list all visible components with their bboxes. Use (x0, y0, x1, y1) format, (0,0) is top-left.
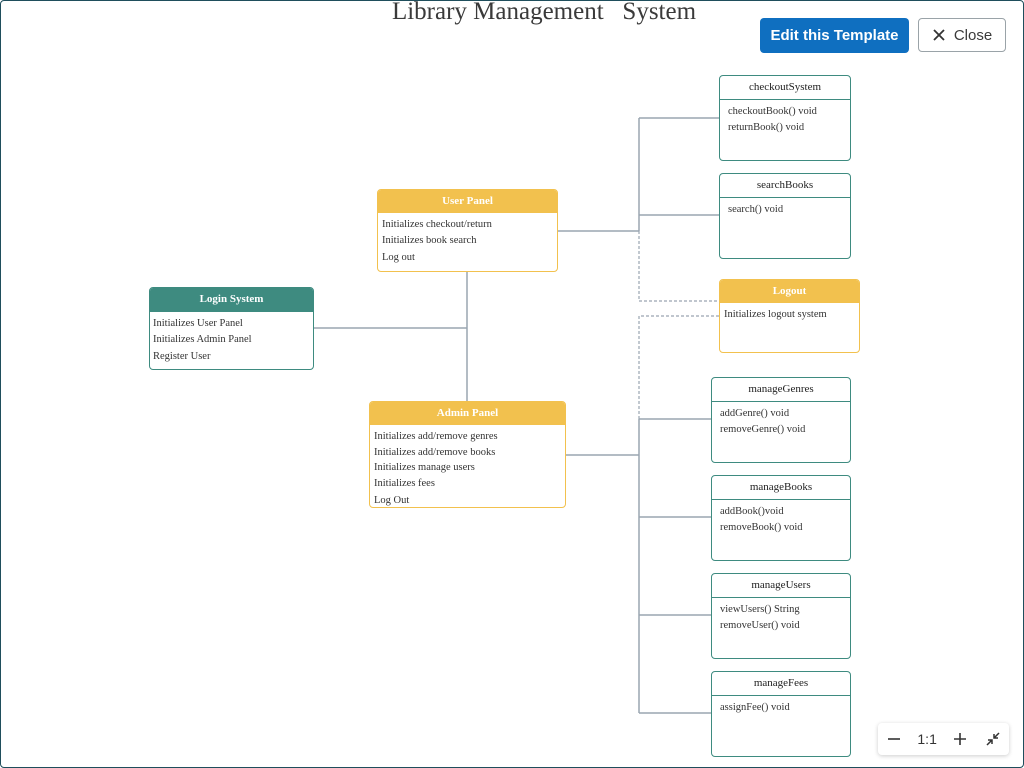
box-line: Initializes User Panel (153, 318, 243, 329)
box-line: removeGenre() void (720, 423, 806, 435)
box-title: searchBooks (720, 174, 850, 198)
box-checkout-system[interactable]: checkoutSystem checkoutBook() void retur… (719, 75, 851, 161)
box-line: Initializes manage users (374, 462, 475, 473)
box-line: Register User (153, 351, 211, 362)
zoom-controls: 1:1 (878, 723, 1009, 755)
box-title: Admin Panel (370, 402, 565, 425)
box-line: assignFee() void (720, 702, 790, 713)
box-line: removeUser() void (720, 619, 800, 631)
connector-logout-admin (638, 315, 720, 419)
zoom-out-icon (888, 738, 901, 740)
box-line: Initializes add/remove genres (374, 431, 498, 442)
box-line: viewUsers() String (720, 604, 800, 615)
box-line: Initializes logout system (724, 309, 827, 320)
box-title: manageFees (712, 672, 850, 696)
close-button[interactable]: Close (918, 18, 1006, 52)
collapse-button[interactable] (979, 725, 1007, 753)
box-line: Log out (382, 252, 415, 263)
close-icon (933, 29, 945, 41)
box-line: Initializes fees (374, 477, 435, 489)
box-line: Initializes checkout/return (382, 219, 492, 230)
box-title: manageGenres (712, 378, 850, 402)
box-line: addBook()void (720, 506, 784, 517)
box-title: manageUsers (712, 574, 850, 598)
box-line: Initializes add/remove books (374, 446, 496, 458)
collapse-icon (986, 732, 1000, 746)
box-line: search() void (728, 204, 784, 215)
box-line: returnBook() void (728, 121, 805, 133)
box-title: User Panel (378, 190, 557, 213)
box-manage-genres[interactable]: manageGenres addGenre() void removeGenre… (711, 377, 851, 463)
connector-logout-user (638, 231, 720, 302)
box-line: Log Out (374, 495, 410, 506)
zoom-out-button[interactable] (880, 725, 908, 753)
box-title: checkoutSystem (720, 76, 850, 100)
edit-template-button[interactable]: Edit this Template (760, 18, 909, 53)
close-button-label: Close (953, 26, 993, 44)
box-login-system[interactable]: Login System Initializes User Panel Init… (149, 287, 314, 370)
box-line: Initializes Admin Panel (153, 333, 252, 345)
box-manage-fees[interactable]: manageFees assignFee() void (711, 671, 851, 757)
diagram-title: Library Management System (391, 0, 697, 25)
box-manage-books[interactable]: manageBooks addBook()void removeBook() v… (711, 475, 851, 561)
box-title: Logout (720, 280, 859, 303)
box-line: checkoutBook() void (728, 106, 817, 117)
box-logout[interactable]: Logout Initializes logout system (719, 279, 860, 353)
box-line: addGenre() void (720, 408, 790, 419)
box-title: manageBooks (712, 476, 850, 500)
box-admin-panel[interactable]: Admin Panel Initializes add/remove genre… (369, 401, 566, 508)
box-search-books[interactable]: searchBooks search() void (719, 173, 851, 259)
box-title: Login System (150, 288, 313, 312)
box-line: Initializes book search (382, 234, 477, 246)
zoom-in-button[interactable] (946, 725, 974, 753)
box-manage-users[interactable]: manageUsers viewUsers() String removeUse… (711, 573, 851, 659)
zoom-in-icon (953, 733, 966, 745)
box-line: removeBook() void (720, 521, 803, 533)
zoom-level[interactable]: 1:1 (917, 731, 937, 747)
box-user-panel[interactable]: User Panel Initializes checkout/return I… (377, 189, 558, 272)
